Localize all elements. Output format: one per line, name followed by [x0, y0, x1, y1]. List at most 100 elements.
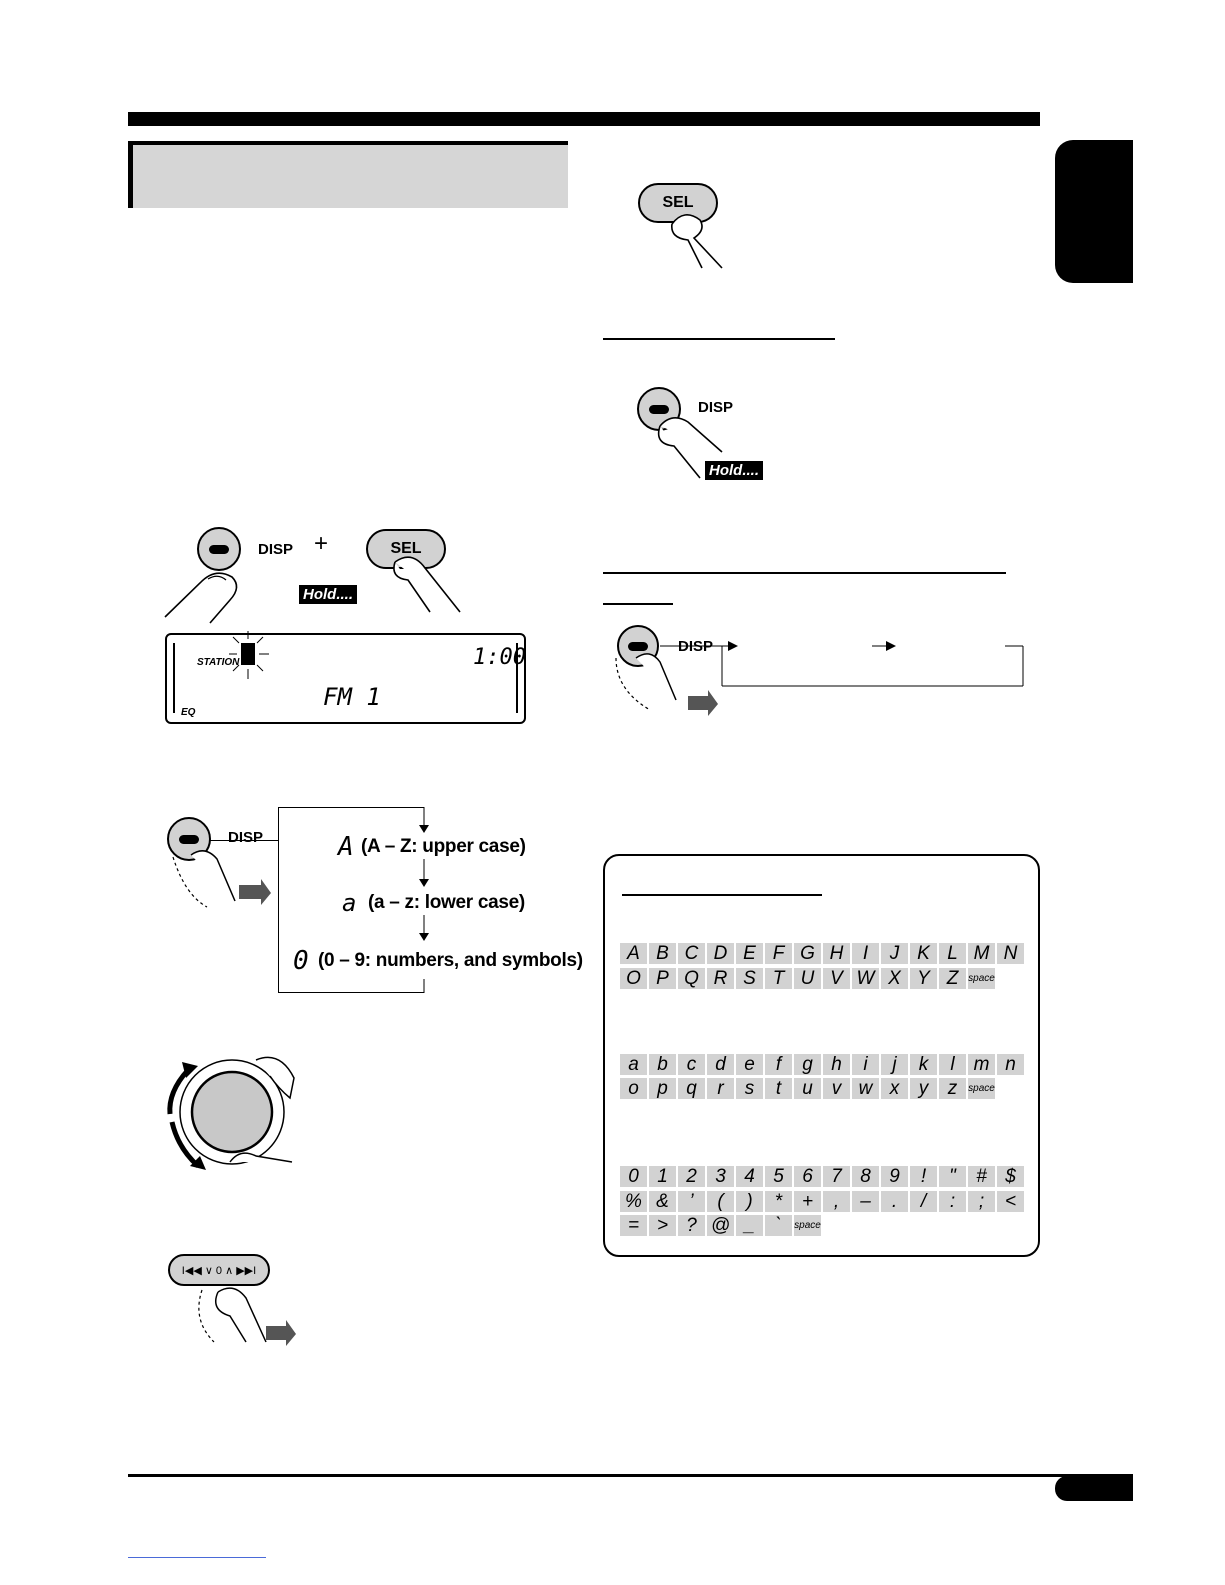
char-cell: h: [823, 1054, 850, 1075]
char-cell: G: [794, 943, 821, 964]
sel-button[interactable]: SEL: [638, 183, 718, 223]
char-cell: 1: [649, 1166, 676, 1187]
char-cell: Y: [910, 968, 937, 989]
lcd-bracket-left: [173, 643, 175, 713]
char-cell: C: [678, 943, 705, 964]
blinking-cursor-icon: [229, 631, 269, 679]
char-cell: *: [765, 1191, 792, 1212]
track-select-button[interactable]: I◀◀ ∨ 0 ∧ ▶▶I: [168, 1254, 270, 1286]
char-cell: g: [794, 1054, 821, 1075]
char-cell: F: [765, 943, 792, 964]
char-cell: H: [823, 943, 850, 964]
upper-case-glyph: A: [338, 832, 354, 862]
char-cell: ": [939, 1166, 966, 1187]
char-cell: a: [620, 1054, 647, 1075]
char-cell: w: [852, 1078, 879, 1099]
plus-sign: +: [314, 530, 329, 557]
mode-cycle-bracket: [278, 807, 424, 993]
disp-label: DISP: [258, 541, 294, 558]
control-dial-icon: [167, 1056, 295, 1170]
char-cell: ’: [678, 1191, 705, 1212]
disp-button[interactable]: [197, 527, 241, 571]
char-cell: 6: [794, 1166, 821, 1187]
char-cell: Z: [939, 968, 966, 989]
eq-indicator: EQ: [181, 707, 196, 718]
finger-icon: [164, 572, 238, 624]
heading-underline-short: [603, 603, 673, 605]
finger-icon: [671, 214, 723, 269]
char-cell: c: [678, 1054, 705, 1075]
char-cell: N: [997, 943, 1024, 964]
char-cell: 9: [881, 1166, 908, 1187]
char-cell: &: [649, 1191, 676, 1212]
char-cell: V: [823, 968, 850, 989]
char-cell: @: [707, 1215, 734, 1236]
display-cycle-diagram: [660, 641, 1024, 687]
char-cell: 2: [678, 1166, 705, 1187]
char-cell: S: [736, 968, 763, 989]
char-cell: 7: [823, 1166, 850, 1187]
section-title-box: [128, 141, 568, 208]
char-cell: <: [997, 1191, 1024, 1212]
char-cell: $: [997, 1166, 1024, 1187]
char-cell: s: [736, 1078, 763, 1099]
finger-press-icon: [615, 653, 718, 716]
char-cell: v: [823, 1078, 850, 1099]
char-cell: d: [707, 1054, 734, 1075]
symbol-row-2: %&’()*+,–./:;<: [620, 1191, 1026, 1212]
char-cell: m: [968, 1054, 995, 1075]
char-cell: space: [968, 1078, 995, 1099]
numbers-label: (0 – 9: numbers, and symbols): [318, 950, 583, 971]
char-cell: ,: [823, 1191, 850, 1212]
char-cell: space: [968, 968, 995, 989]
char-cell: /: [910, 1191, 937, 1212]
char-cell: R: [707, 968, 734, 989]
lower-case-glyph: a: [342, 889, 357, 917]
char-cell: :: [939, 1191, 966, 1212]
char-cell: k: [910, 1054, 937, 1075]
char-cell: #: [968, 1166, 995, 1187]
char-cell: q: [678, 1078, 705, 1099]
char-cell: A: [620, 943, 647, 964]
char-cell: f: [765, 1054, 792, 1075]
char-cell: b: [649, 1054, 676, 1075]
cycle-arrows-icon: [419, 807, 429, 993]
numbers-glyph: 0: [293, 946, 309, 976]
char-cell: T: [765, 968, 792, 989]
charset-heading-underline: [622, 894, 822, 896]
char-cell: =: [620, 1215, 647, 1236]
char-cell: >: [649, 1215, 676, 1236]
finger-press-icon: [172, 850, 271, 908]
char-cell: j: [881, 1054, 908, 1075]
char-cell: W: [852, 968, 879, 989]
char-cell: D: [707, 943, 734, 964]
char-cell: 0: [620, 1166, 647, 1187]
char-cell: –: [852, 1191, 879, 1212]
link-underline: [128, 1557, 266, 1558]
char-cell: .: [881, 1191, 908, 1212]
char-cell: !: [910, 1166, 937, 1187]
bottom-rule: [128, 1474, 1133, 1477]
char-cell: _: [736, 1215, 763, 1236]
char-cell: e: [736, 1054, 763, 1075]
char-cell: (: [707, 1191, 734, 1212]
char-cell: `: [765, 1215, 792, 1236]
top-rule: [128, 112, 1040, 126]
heading-underline: [603, 338, 835, 340]
char-cell: X: [881, 968, 908, 989]
char-cell: space: [794, 1215, 821, 1236]
char-cell: J: [881, 943, 908, 964]
char-cell: 8: [852, 1166, 879, 1187]
hold-badge: Hold....: [705, 461, 763, 480]
char-cell: +: [794, 1191, 821, 1212]
disp-label: DISP: [698, 399, 734, 416]
char-cell: n: [997, 1054, 1024, 1075]
hold-badge: Hold....: [299, 585, 357, 604]
upper-case-label: (A – Z: upper case): [361, 836, 526, 857]
char-cell: u: [794, 1078, 821, 1099]
lcd-display: STATION 1:00 FM 1 EQ: [165, 631, 526, 724]
